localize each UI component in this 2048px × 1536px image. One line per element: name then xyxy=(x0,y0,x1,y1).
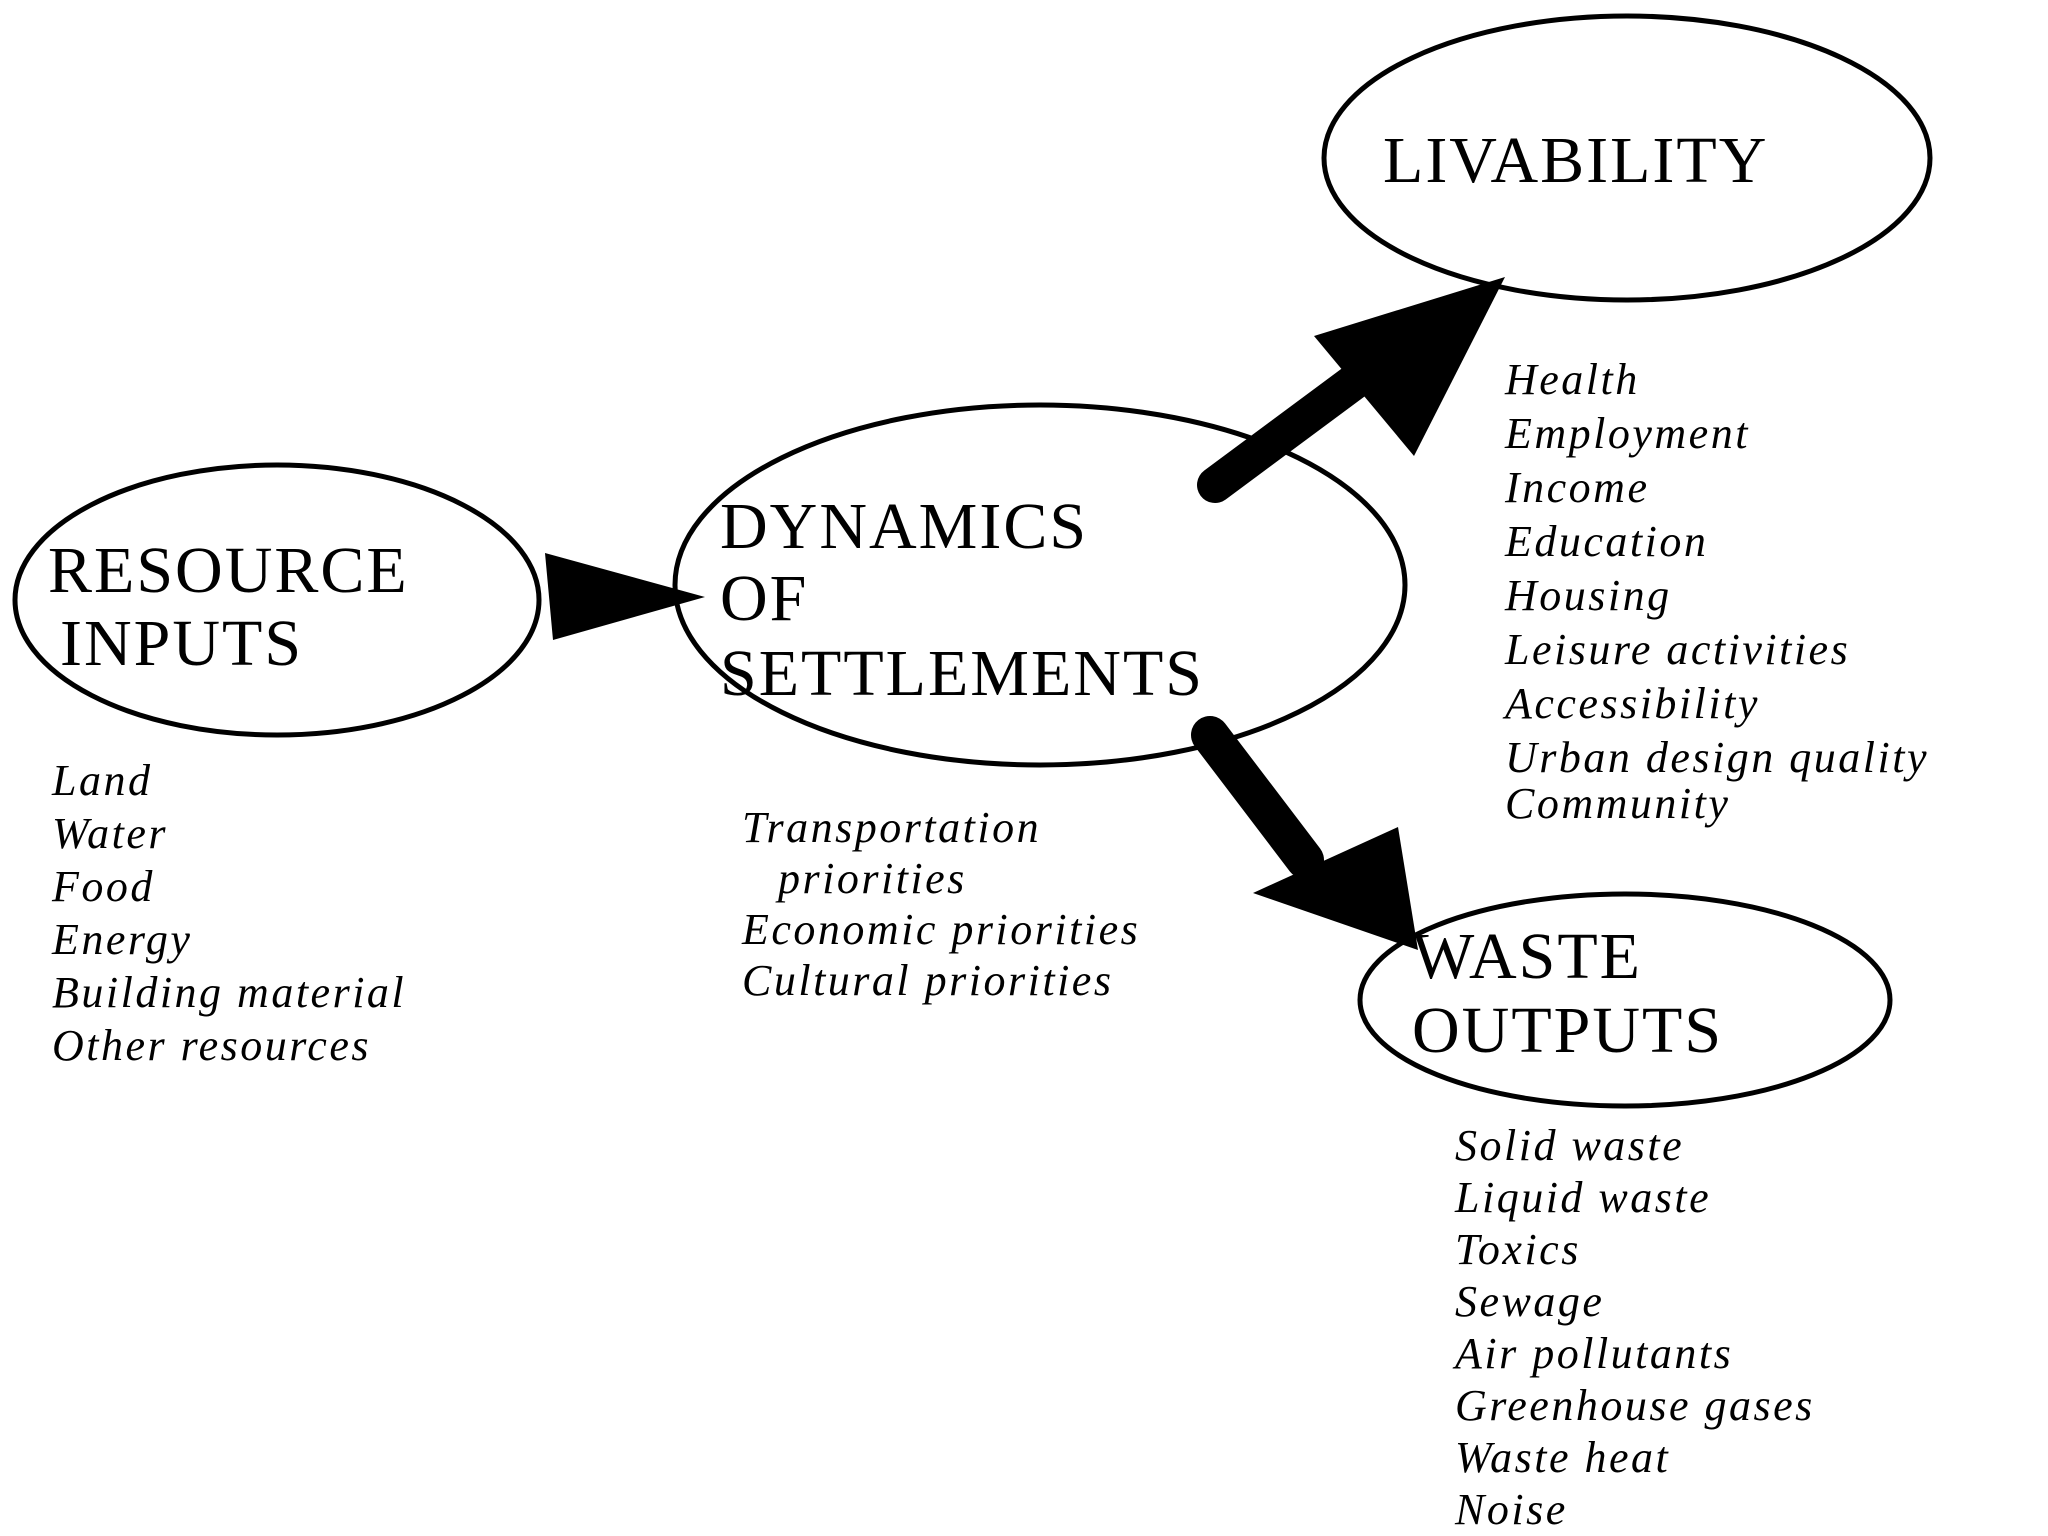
list-item: Income xyxy=(1504,463,1650,512)
title-line: OF xyxy=(720,562,808,635)
title-line: WASTE xyxy=(1412,920,1642,993)
list-item: Food xyxy=(51,862,155,911)
waste-outputs-title: WASTE OUTPUTS xyxy=(1412,920,1723,1067)
list-item: Greenhouse gases xyxy=(1455,1381,1815,1430)
resource-inputs-title: RESOURCE INPUTS xyxy=(48,534,427,680)
title-line: SETTLEMENTS xyxy=(720,637,1204,710)
dynamics-priorities-list: Transportation priorities Economic prior… xyxy=(741,803,1154,1005)
list-item: Waste heat xyxy=(1455,1433,1670,1482)
title-line: RESOURCE xyxy=(48,534,409,607)
list-item: Community xyxy=(1505,779,1730,828)
arrow-dynamics-to-livability xyxy=(1197,277,1505,503)
list-item: Employment xyxy=(1504,409,1750,458)
waste-outputs-ellipse xyxy=(1357,891,1893,1109)
list-item: Toxics xyxy=(1455,1225,1581,1274)
title-line: INPUTS xyxy=(60,607,303,680)
list-item: Sewage xyxy=(1455,1277,1604,1326)
waste-outputs-list: Solid waste Liquid waste Toxics Sewage A… xyxy=(1452,1121,1828,1534)
list-item: priorities xyxy=(775,854,967,903)
list-item: Building material xyxy=(52,968,406,1017)
dynamics-of-settlements-ellipse xyxy=(672,402,1408,768)
list-item: Other resources xyxy=(52,1021,371,1070)
list-item: Housing xyxy=(1504,571,1672,620)
dynamics-of-settlements-title: DYNAMICS OF SETTLEMENTS xyxy=(720,490,1204,710)
list-item: Leisure activities xyxy=(1504,625,1850,674)
list-item: Transportation xyxy=(742,803,1041,852)
list-item: Air pollutants xyxy=(1452,1329,1733,1378)
list-item: Cultural priorities xyxy=(742,956,1113,1005)
livability-title: LIVABILITY xyxy=(1383,124,1768,197)
arrow-dynamics-to-waste xyxy=(1191,716,1418,950)
resource-inputs-ellipse xyxy=(12,462,542,738)
list-item: Health xyxy=(1504,355,1640,404)
list-item: Education xyxy=(1504,517,1708,566)
livability-factors-list: Health Employment Income Education Housi… xyxy=(1502,355,1942,828)
list-item: Solid waste xyxy=(1455,1121,1684,1170)
arrow-resource-to-dynamics xyxy=(545,553,705,640)
list-item: Noise xyxy=(1454,1485,1568,1534)
list-item: Water xyxy=(52,809,168,858)
livability-ellipse xyxy=(1321,13,1933,303)
resource-inputs-list: Land Water Food Energy Building material… xyxy=(51,756,420,1070)
title-line: DYNAMICS xyxy=(720,490,1088,563)
list-item: Economic priorities xyxy=(741,905,1140,954)
title-line: LIVABILITY xyxy=(1383,124,1768,197)
title-line: OUTPUTS xyxy=(1412,994,1723,1067)
list-item: Accessibility xyxy=(1502,679,1760,728)
list-item: Liquid waste xyxy=(1454,1173,1711,1222)
list-item: Energy xyxy=(51,915,192,964)
list-item: Urban design quality xyxy=(1505,733,1929,782)
list-item: Land xyxy=(51,756,152,805)
